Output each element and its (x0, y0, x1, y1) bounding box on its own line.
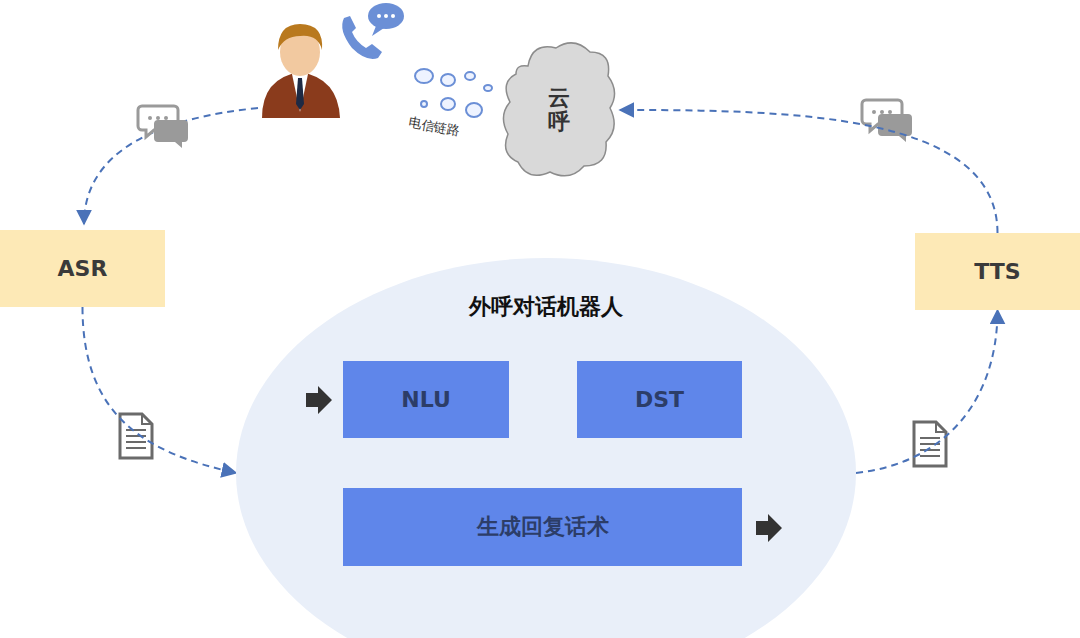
node-label: 生成回复话术 (477, 512, 609, 542)
link-label: 电信链路 (407, 114, 461, 141)
process-box: DST (577, 361, 742, 438)
node-label: DST (635, 387, 684, 412)
process-box: 生成回复话术 (343, 488, 742, 566)
flow-connector (856, 310, 998, 473)
ellipse-region: 外呼对话机器人 NLU DST 生成回复话术 (236, 258, 856, 638)
document-icon (120, 414, 152, 458)
person-figure (262, 24, 340, 118)
cloud-node: 云呼 (498, 36, 620, 184)
voice-link (84, 108, 258, 224)
flow-connector (620, 110, 998, 233)
chat-icon (138, 106, 188, 148)
output-arrow (756, 514, 782, 542)
link-bubbles (415, 69, 492, 117)
input-arrow (306, 386, 332, 414)
flow-connector (83, 307, 237, 473)
node-label: ASR (58, 256, 108, 281)
region-title: 外呼对话机器人 (236, 292, 856, 322)
document-icon (914, 422, 946, 466)
node-label: TTS (974, 259, 1020, 284)
process-box: ASR (0, 230, 165, 307)
node-label: NLU (401, 387, 451, 412)
process-box: TTS (915, 233, 1080, 310)
phone-icon (342, 3, 404, 59)
node-label: 云呼 (548, 86, 570, 134)
process-box: NLU (343, 361, 509, 438)
